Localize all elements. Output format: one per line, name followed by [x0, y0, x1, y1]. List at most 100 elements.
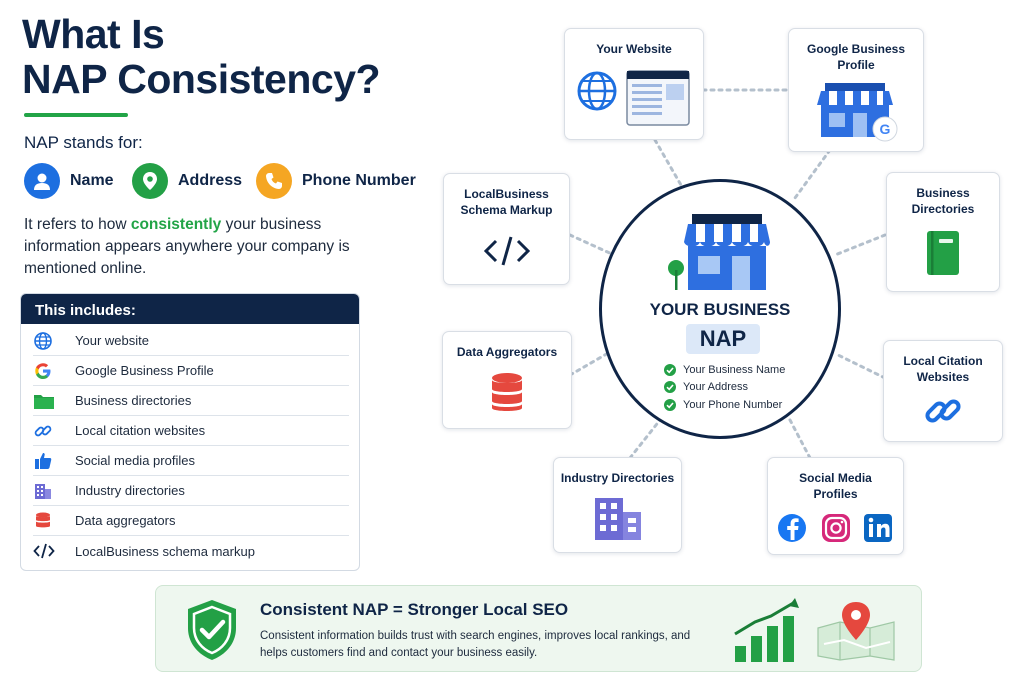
link-icon	[884, 391, 1002, 431]
nap-name-label: Name	[70, 172, 114, 189]
building-icon	[33, 480, 59, 502]
thumbs-up-icon	[33, 450, 59, 472]
nap-phone: Phone Number	[256, 163, 416, 199]
card-title-line-2: Profiles	[813, 487, 858, 501]
title-line-1: What Is	[22, 11, 165, 57]
list-item: Industry directories	[33, 476, 349, 506]
person-icon	[24, 163, 60, 199]
code-icon	[444, 234, 569, 268]
card-google-business-profile: Google Business Profile G	[788, 28, 924, 152]
card-title: Local Citation Websites	[884, 341, 1002, 385]
nap-address-label: Address	[178, 172, 243, 189]
card-title: Industry Directories	[560, 471, 675, 485]
card-title-line-2: Schema Markup	[460, 203, 553, 217]
browser-icon	[565, 69, 703, 129]
map-pin-icon	[814, 600, 898, 667]
database-icon	[33, 510, 59, 532]
list-item: Local citation websites	[33, 416, 349, 446]
card-schema-markup: LocalBusiness Schema Markup	[443, 173, 570, 285]
definition-highlight: consistently	[130, 216, 222, 233]
globe-icon	[33, 330, 59, 352]
includes-panel: This includes: Your website Google Busin…	[20, 293, 360, 571]
definition-text: It refers to how consistently your busin…	[24, 214, 364, 280]
banner-text: Consistent information builds trust with…	[260, 630, 691, 659]
card-data-aggregators: Data Aggregators	[442, 331, 572, 429]
card-title-line-1: Business	[916, 186, 970, 200]
social-icons	[768, 512, 903, 544]
card-industry-directories: Industry Directories	[553, 457, 682, 553]
hub-title: YOUR BUSINESS	[649, 300, 791, 319]
book-icon	[887, 229, 999, 277]
card-local-citation-websites: Local Citation Websites	[883, 340, 1003, 442]
card-title-line-2: Profile	[837, 58, 875, 72]
card-title: Data Aggregators	[456, 345, 558, 359]
title-line-2: NAP Consistency?	[22, 56, 381, 102]
list-item: LocalBusiness schema markup	[33, 536, 349, 566]
nap-address: Address	[132, 163, 242, 199]
list-item-label: Social media profiles	[75, 453, 195, 468]
nap-name: Name	[24, 163, 114, 199]
definition-suffix: your business information appears anywhe…	[24, 216, 350, 277]
list-item-label: Business directories	[75, 393, 192, 408]
list-item: Your website	[33, 326, 349, 356]
checklist-item-label: Your Address	[683, 381, 749, 394]
google-store-icon: G	[789, 81, 923, 143]
list-item: Google Business Profile	[33, 356, 349, 386]
storefront-icon	[668, 210, 780, 299]
checklist-item: Your Address	[664, 379, 785, 397]
checklist-item-label: Your Business Name	[683, 363, 786, 376]
building-icon	[554, 496, 681, 542]
phone-icon	[256, 163, 292, 199]
instagram-icon	[821, 514, 850, 542]
list-item: Data aggregators	[33, 506, 349, 536]
list-item: Social media profiles	[33, 446, 349, 476]
list-item-label: Google Business Profile	[75, 363, 214, 378]
card-title-line-2: Websites	[916, 370, 970, 384]
checklist-item: Your Business Name	[664, 361, 785, 379]
includes-heading: This includes:	[21, 294, 359, 324]
list-item-label: Industry directories	[75, 483, 185, 498]
linkedin-icon	[863, 514, 892, 542]
folder-icon	[33, 390, 59, 412]
card-title-line-1: Local Citation	[903, 354, 983, 368]
code-icon	[33, 540, 59, 562]
card-title: Social Media Profiles	[768, 458, 903, 502]
checklist-item-label: Your Phone Number	[683, 398, 783, 411]
check-icon	[664, 398, 676, 411]
business-nap-hub: YOUR BUSINESS NAP Your Business Name You…	[599, 179, 841, 439]
card-title: LocalBusiness Schema Markup	[444, 174, 569, 218]
card-your-website: Your Website	[564, 28, 704, 140]
list-item: Business directories	[33, 386, 349, 416]
hub-checklist: Your Business Name Your Address Your Pho…	[664, 361, 785, 414]
card-title-line-2: Directories	[911, 202, 975, 216]
hub-nap-badge: NAP	[686, 324, 760, 354]
checklist-item: Your Phone Number	[664, 396, 785, 414]
link-icon	[33, 420, 59, 442]
banner-title: Consistent NAP = Stronger Local SEO	[260, 600, 569, 619]
definition-prefix: It refers to how	[24, 216, 131, 233]
database-icon	[443, 372, 571, 414]
svg-text:G: G	[880, 121, 891, 137]
check-icon	[664, 381, 676, 394]
card-title-line-1: LocalBusiness	[464, 187, 549, 201]
check-icon	[664, 363, 676, 376]
list-item-label: Data aggregators	[75, 513, 176, 528]
nap-phone-label: Phone Number	[302, 172, 416, 189]
stands-for-label: NAP stands for:	[24, 133, 143, 152]
facebook-icon	[777, 514, 806, 542]
google-icon	[33, 360, 59, 382]
seo-banner: Consistent NAP = Stronger Local SEO Cons…	[155, 585, 922, 672]
list-item-label: LocalBusiness schema markup	[75, 543, 255, 559]
list-item-label: Your website	[75, 333, 149, 348]
page-title: What Is NAP Consistency?	[22, 11, 381, 102]
title-underline	[24, 113, 128, 117]
list-item-label: Local citation websites	[75, 423, 206, 438]
card-title-line-1: Social Media	[799, 471, 872, 485]
card-business-directories: Business Directories	[886, 172, 1000, 292]
location-pin-icon	[132, 163, 168, 199]
card-title: Business Directories	[887, 173, 999, 217]
shield-check-icon	[184, 598, 240, 667]
card-title-line-1: Google Business	[806, 42, 906, 56]
card-title: Your Website	[596, 42, 672, 56]
card-title: Google Business Profile	[789, 29, 923, 73]
